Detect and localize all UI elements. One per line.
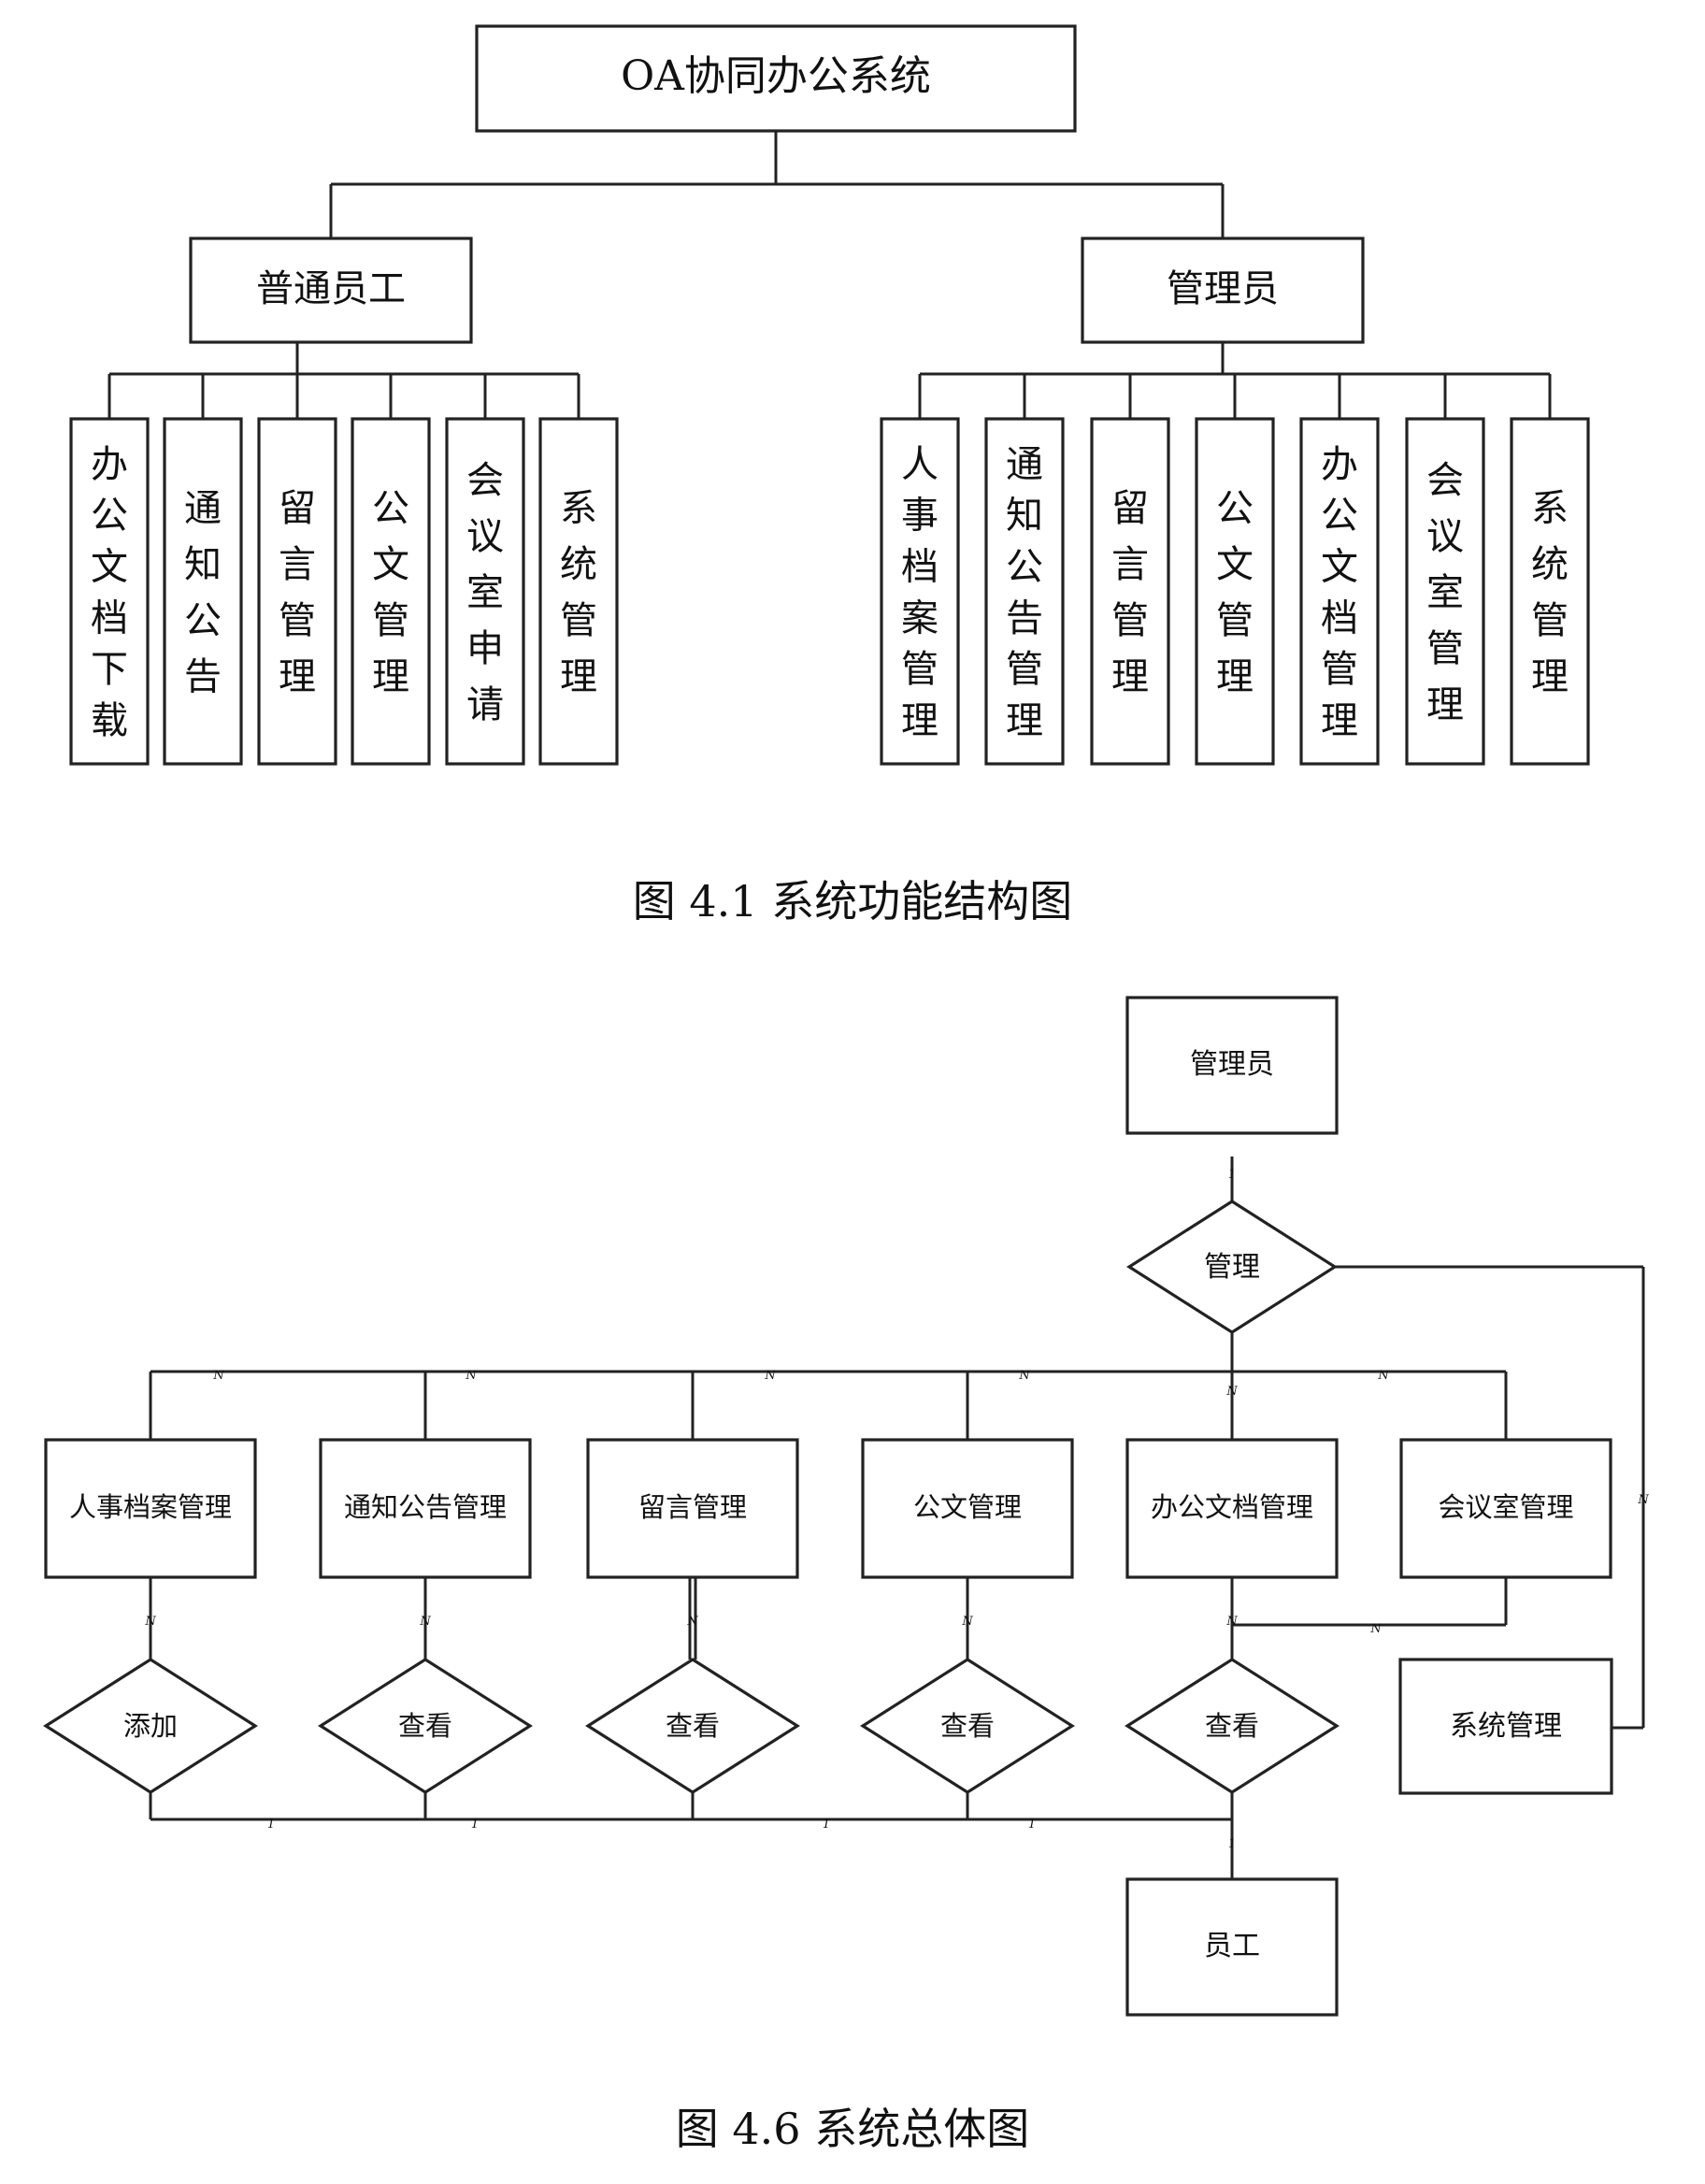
cardinality-labels: 1 N N N N N N N N N N N N N 1 1 1 1 1 bbox=[144, 1168, 1649, 1851]
relationship-diamond bbox=[585, 1658, 800, 1794]
employee-module-box bbox=[163, 417, 243, 766]
admin-module-box bbox=[984, 417, 1065, 766]
root-label: OA协同办公系统 bbox=[621, 52, 931, 100]
card-n-8: N bbox=[144, 1615, 156, 1629]
employee-module-box bbox=[538, 417, 619, 766]
relationship-diamond bbox=[1125, 1658, 1340, 1794]
manage-relationship-label: 管理 bbox=[1204, 1251, 1260, 1284]
card-n-9: N bbox=[419, 1615, 431, 1629]
employee-module-label: 公文管理 bbox=[372, 487, 409, 698]
admin-module-label: 公文管理 bbox=[1216, 487, 1254, 698]
entity-box bbox=[1399, 1438, 1612, 1579]
card-n-10: N bbox=[686, 1615, 698, 1629]
entity-label: 公文管理 bbox=[913, 1491, 1022, 1523]
card-admin-1: 1 bbox=[1228, 1168, 1236, 1182]
card-n-4: N bbox=[1018, 1369, 1030, 1383]
employee-module-box bbox=[351, 417, 431, 766]
employee-module-label: 系统管理 bbox=[560, 487, 597, 698]
entity-label: 通知公告管理 bbox=[344, 1491, 507, 1523]
admin-module-box bbox=[1299, 417, 1380, 766]
card-1-a: 1 bbox=[267, 1818, 275, 1832]
admin-module-label: 系统管理 bbox=[1531, 487, 1569, 698]
admin-node bbox=[1081, 237, 1365, 344]
overview-admin-label: 管理员 bbox=[1190, 1048, 1274, 1081]
employee-node bbox=[189, 237, 473, 344]
relationship-label: 查看 bbox=[940, 1710, 995, 1742]
employee-module-box bbox=[69, 417, 150, 766]
relationship-label: 查看 bbox=[398, 1710, 452, 1742]
system-management-entity bbox=[1398, 1658, 1613, 1795]
admin-module-box bbox=[880, 417, 960, 766]
admin-module-label: 留言管理 bbox=[1111, 487, 1149, 698]
relationships: 添加 查看 查看 查看 查看 bbox=[43, 1658, 1340, 1794]
entity-box bbox=[319, 1438, 532, 1579]
admin-module-label: 会议室管理 bbox=[1426, 459, 1464, 726]
entity-box bbox=[586, 1438, 799, 1579]
card-1-e: 1 bbox=[1228, 1837, 1236, 1851]
admin-module-box bbox=[1405, 417, 1485, 766]
figure1-caption: 图 4.1 系统功能结构图 bbox=[633, 876, 1072, 927]
entity-label: 会议室管理 bbox=[1438, 1491, 1573, 1523]
relationship-diamond bbox=[318, 1658, 533, 1794]
card-n-1: N bbox=[212, 1369, 224, 1383]
relationship-diamond bbox=[43, 1658, 258, 1794]
card-1-c: 1 bbox=[823, 1818, 830, 1832]
system-management-label: 系统管理 bbox=[1450, 1710, 1562, 1743]
relationship-label: 添加 bbox=[123, 1710, 178, 1742]
overview-admin-entity bbox=[1125, 996, 1339, 1135]
entity-box bbox=[861, 1438, 1074, 1579]
relationship-label: 查看 bbox=[666, 1710, 720, 1742]
card-n-7: N bbox=[1637, 1493, 1649, 1507]
admin-label: 管理员 bbox=[1167, 267, 1279, 310]
employee-module-label: 办公文档下载 bbox=[91, 443, 128, 742]
employee-module-box bbox=[257, 417, 337, 766]
card-n-11: N bbox=[961, 1615, 973, 1629]
card-n-3: N bbox=[764, 1369, 776, 1383]
card-n-6: N bbox=[1377, 1369, 1389, 1383]
admin-module-box bbox=[1090, 417, 1170, 766]
figure-function-structure: OA协同办公系统 普通员工 管理员 办公文档下载 通知公告 留言管理 公文管理 会议室申… bbox=[69, 24, 1590, 927]
card-n-5: N bbox=[1225, 1385, 1238, 1399]
admin-module-box bbox=[1510, 417, 1590, 766]
employee-label: 普通员工 bbox=[256, 267, 406, 310]
employee-module-box bbox=[445, 417, 525, 766]
card-1-b: 1 bbox=[471, 1818, 479, 1832]
relationship-diamond bbox=[860, 1658, 1075, 1794]
overview-employee-label: 员工 bbox=[1204, 1930, 1260, 1962]
admin-module-label: 人事档案管理 bbox=[901, 443, 938, 742]
employee-module-label: 会议室申请 bbox=[466, 459, 504, 726]
entity-box bbox=[44, 1438, 257, 1579]
admin-module-label: 办公文档管理 bbox=[1321, 443, 1358, 742]
relationship-label: 查看 bbox=[1205, 1710, 1259, 1742]
figure2-caption: 图 4.6 系统总体图 bbox=[676, 2104, 1029, 2154]
managed-entities: 人事档案管理 通知公告管理 留言管理 公文管理 办公文档管理 会议室管理 bbox=[44, 1438, 1612, 1579]
admin-module-box bbox=[1195, 417, 1275, 766]
card-n-13: N bbox=[1369, 1622, 1382, 1636]
overview-employee-entity bbox=[1125, 1877, 1339, 2017]
card-n-12: N bbox=[1225, 1615, 1238, 1629]
admin-modules: 人事档案管理 通知公告管理 留言管理 公文管理 办公文档管理 会议室管理 系统管理 bbox=[880, 417, 1590, 766]
figure-system-overview: 管理员 管理 人事档案管理 通知公告管理 留言管理 公文管理 办公文档管理 会议室管理 添… bbox=[43, 996, 1649, 2154]
entity-box bbox=[1125, 1438, 1339, 1579]
employee-module-label: 留言管理 bbox=[279, 487, 316, 698]
entity-label: 办公文档管理 bbox=[1151, 1491, 1313, 1523]
employee-module-label: 通知公告 bbox=[184, 487, 222, 698]
entity-label: 人事档案管理 bbox=[69, 1491, 232, 1523]
root-node bbox=[475, 24, 1077, 133]
card-1-d: 1 bbox=[1028, 1818, 1036, 1832]
card-n-2: N bbox=[465, 1369, 477, 1383]
entity-label: 留言管理 bbox=[638, 1491, 747, 1523]
admin-module-label: 通知公告管理 bbox=[1006, 443, 1043, 742]
manage-relationship bbox=[1126, 1200, 1338, 1334]
employee-modules: 办公文档下载 通知公告 留言管理 公文管理 会议室申请 系统管理 bbox=[69, 417, 619, 766]
